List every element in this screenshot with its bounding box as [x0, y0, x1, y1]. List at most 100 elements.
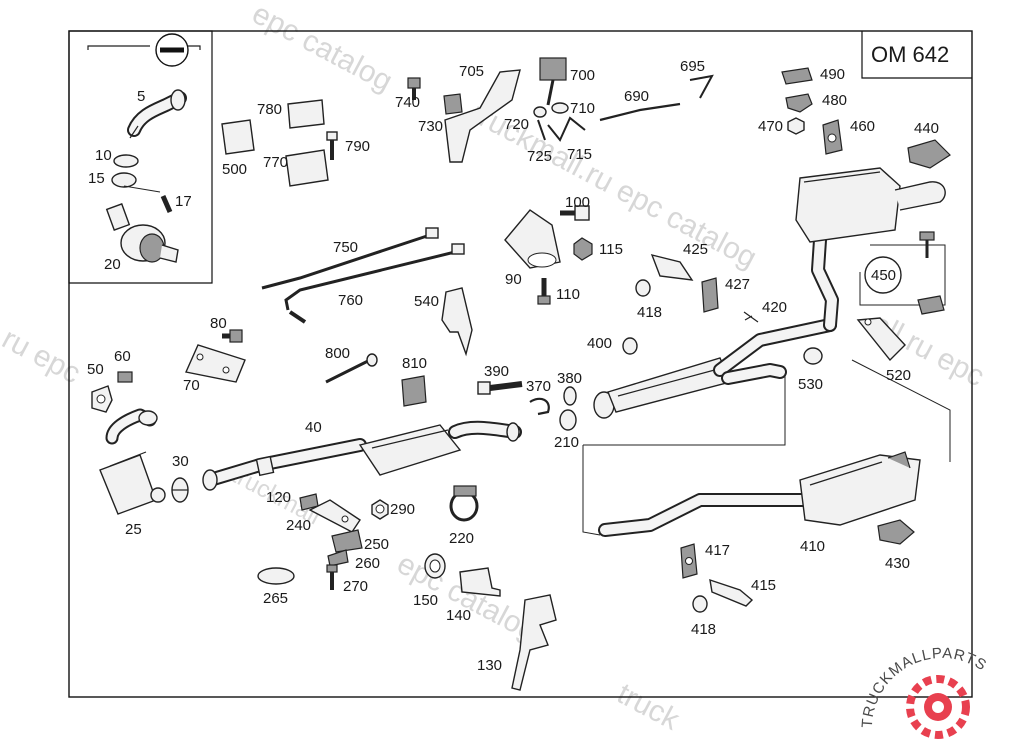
label-part-5: 5	[137, 88, 145, 105]
part-427-rubber	[701, 277, 719, 313]
part-150-nut	[424, 553, 446, 579]
label-part-470: 470	[758, 118, 783, 135]
part-705-bracket	[444, 69, 521, 163]
part-770-bracket	[285, 149, 329, 187]
part-418-nut-upper	[635, 279, 651, 297]
part-30-clamp	[171, 477, 189, 503]
label-part-90: 90	[505, 271, 522, 288]
part-380-gasket	[563, 386, 577, 406]
label-part-240: 240	[286, 517, 311, 534]
part-70-bracket	[185, 344, 246, 383]
part-270-bolt	[326, 564, 338, 590]
part-110-bolt	[537, 278, 551, 305]
part-80-bolt	[222, 329, 243, 343]
label-part-250: 250	[364, 536, 389, 553]
label-part-690: 690	[624, 88, 649, 105]
part-420-middle-pipe	[593, 233, 839, 419]
label-part-15: 15	[88, 170, 105, 187]
part-500-clip	[221, 119, 255, 155]
part-240-bracket	[308, 499, 361, 533]
part-10-gasket	[113, 154, 139, 168]
part-labels: 5 10 15 17 20 25 30 40 50 60 70 80 90 10…	[87, 58, 939, 674]
label-part-450: 450	[871, 267, 896, 284]
label-part-750: 750	[333, 239, 358, 256]
label-part-800: 800	[325, 345, 350, 362]
part-440-hanger	[907, 139, 951, 169]
part-370-clip	[529, 397, 550, 416]
label-part-110: 110	[556, 286, 580, 303]
model-code-box: OM 642	[861, 31, 972, 79]
part-115-nut	[573, 237, 593, 261]
label-part-695: 695	[680, 58, 705, 75]
part-20-catalyst	[105, 203, 179, 263]
label-part-25: 25	[125, 521, 142, 538]
part-800-sensor	[325, 353, 378, 384]
part-400-ring	[622, 337, 638, 355]
part-130-bracket	[511, 594, 557, 691]
part-715-pipe	[547, 116, 586, 142]
part-220-clamp	[449, 485, 479, 522]
part-25-filter	[99, 408, 166, 515]
label-part-540: 540	[414, 293, 439, 310]
part-740-bolt	[407, 77, 421, 100]
label-part-290: 290	[390, 501, 415, 518]
part-265-ring	[257, 567, 295, 585]
label-part-30: 30	[172, 453, 189, 470]
part-415-bracket	[709, 578, 754, 607]
label-part-140: 140	[446, 607, 471, 624]
part-540-bracket	[441, 287, 473, 357]
label-part-415: 415	[751, 577, 776, 594]
label-part-480: 480	[822, 92, 847, 109]
label-part-730: 730	[418, 118, 443, 135]
part-430-rubber	[877, 519, 915, 545]
label-part-80: 80	[210, 315, 227, 332]
logo-gear-icon	[906, 675, 970, 739]
part-530-rubber	[803, 347, 823, 365]
label-part-220: 220	[449, 530, 474, 547]
label-part-780: 780	[257, 101, 282, 118]
part-690-line	[599, 102, 681, 122]
label-part-410: 410	[800, 538, 825, 555]
part-260-hanger	[327, 549, 349, 567]
label-part-130: 130	[477, 657, 502, 674]
part-410-rear-pipe	[598, 451, 921, 537]
part-470-nut	[787, 117, 805, 135]
part-50-gasket	[91, 385, 113, 413]
label-part-810: 810	[402, 355, 427, 372]
model-code: OM 642	[871, 42, 949, 67]
part-100-bolt	[560, 205, 590, 221]
part-725-pipe	[537, 119, 546, 141]
part-40-front-pipe	[202, 420, 522, 491]
part-210-gasket	[559, 409, 577, 431]
label-part-60: 60	[114, 348, 131, 365]
label-part-460: 460	[850, 118, 875, 135]
label-part-705: 705	[459, 63, 484, 80]
label-part-740: 740	[395, 94, 420, 111]
part-790-bolt	[326, 131, 338, 160]
part-760-sensor	[284, 243, 465, 324]
label-part-710: 710	[570, 100, 595, 117]
label-part-720: 720	[504, 116, 529, 133]
part-520-bracket	[856, 317, 906, 362]
label-part-115: 115	[599, 241, 623, 258]
label-part-725: 725	[527, 148, 552, 165]
part-5-pipe	[127, 89, 187, 139]
assembly-leaders	[582, 359, 951, 536]
label-part-390: 390	[484, 363, 509, 380]
label-part-500: 500	[222, 161, 247, 178]
label-part-427: 427	[725, 276, 750, 293]
truckmallparts-logo	[906, 675, 970, 739]
part-250-hanger	[331, 529, 363, 553]
part-490-plate	[781, 67, 813, 85]
label-part-420: 420	[762, 299, 787, 316]
part-480-bracket	[785, 93, 813, 113]
part-750-sensor	[261, 227, 439, 290]
diagram-frame	[68, 30, 973, 698]
label-part-700: 700	[570, 67, 595, 84]
label-part-210: 210	[554, 434, 579, 451]
label-part-430: 430	[885, 555, 910, 572]
label-part-10: 10	[95, 147, 112, 164]
part-780-bracket	[287, 99, 325, 129]
label-part-70: 70	[183, 377, 200, 394]
label-part-380: 380	[557, 370, 582, 387]
